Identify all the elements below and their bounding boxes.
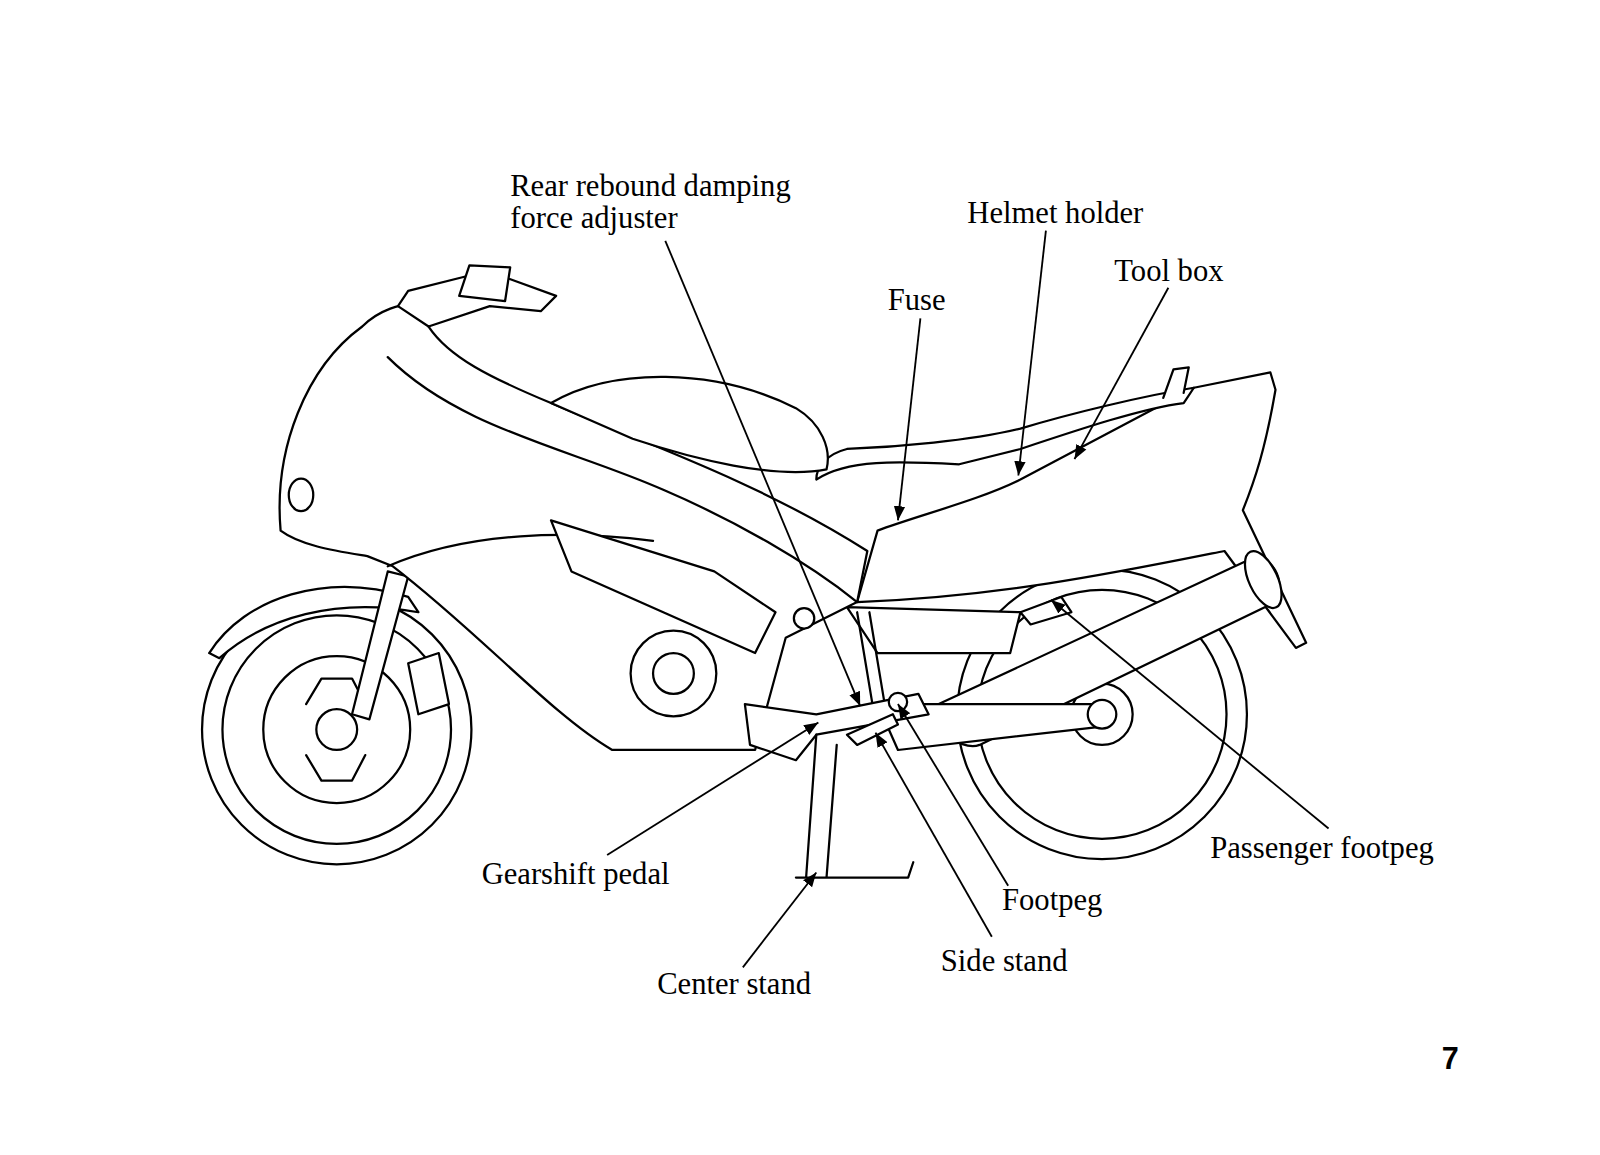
leader-line [898, 318, 920, 520]
page-number: 7 [1442, 1043, 1459, 1075]
grab-rail [1163, 367, 1189, 398]
part-label: Center stand [657, 967, 811, 999]
part-label: Tool box [1114, 254, 1223, 286]
side-stand [847, 714, 898, 745]
fairing [280, 305, 868, 750]
leader-line [1074, 288, 1168, 459]
center-stand [796, 735, 913, 878]
engine-cover [631, 631, 717, 717]
part-label: Passenger footpeg [1210, 832, 1434, 864]
leader-line [876, 733, 992, 937]
mirror [459, 265, 510, 301]
brake-caliper [408, 653, 449, 714]
leader-line [1018, 231, 1046, 476]
leader-line [1051, 600, 1329, 829]
part-label: Rear rebound damping force adjuster [510, 169, 847, 232]
seat [816, 388, 1194, 480]
shock [857, 612, 885, 704]
fuel-tank [551, 377, 828, 472]
leader-line [607, 722, 818, 855]
part-label: Footpeg [1002, 884, 1102, 916]
leader-line [665, 241, 860, 706]
front-fork [352, 571, 408, 719]
leader-line [898, 704, 1008, 886]
leader-line [743, 872, 816, 967]
part-label: Helmet holder [967, 197, 1143, 229]
part-label: Gearshift pedal [482, 857, 670, 889]
part-label: Fuse [888, 284, 946, 316]
part-label: Side stand [941, 945, 1068, 977]
